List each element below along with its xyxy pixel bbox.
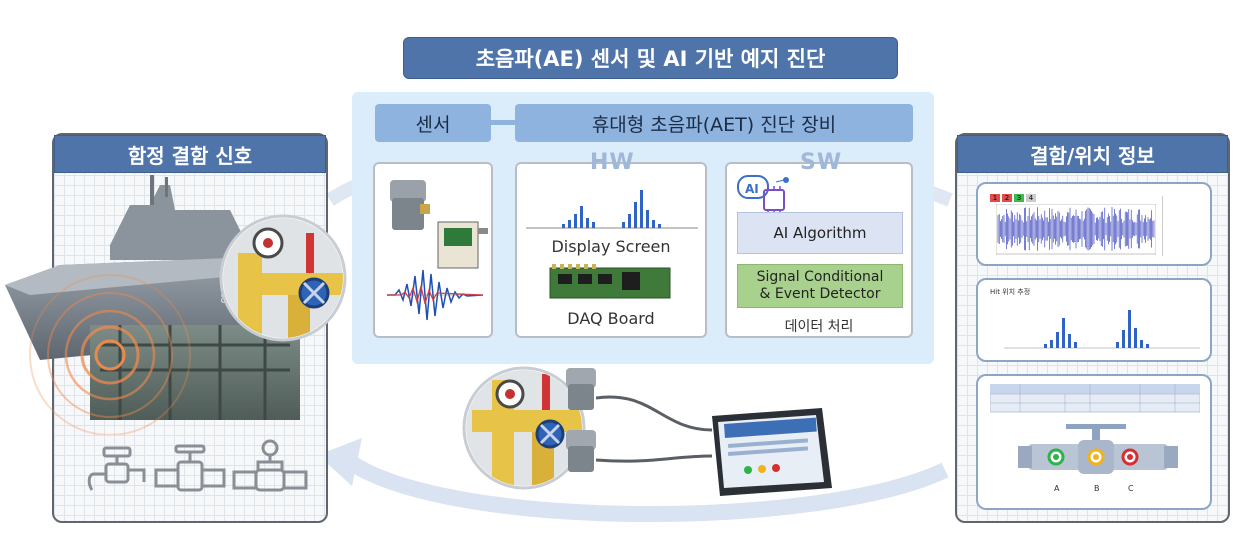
data-processing-text: 데이터 처리 (784, 319, 854, 335)
valve-label-a-text: A (1054, 484, 1060, 493)
hw-card (515, 162, 707, 338)
display-screen-text: Display Screen (551, 237, 671, 256)
wave-tab-1[interactable]: 1 (990, 194, 1000, 202)
valve-label-a: A (1054, 484, 1059, 493)
signal-detector-box: Signal Conditional & Event Detector (737, 264, 903, 308)
arrow-left-icon (318, 438, 362, 486)
page-title: 초음파(AE) 센서 및 AI 기반 예지 진단 (403, 37, 898, 79)
valve-zoom-image (219, 214, 347, 342)
valve-label-b: B (1094, 484, 1100, 493)
histogram-plot (1004, 310, 1200, 349)
left-panel-title: 함정 결함 신호 (54, 135, 326, 173)
waveform-card: 1 2 3 4 (976, 182, 1212, 266)
histogram-title-text: Hit 위치 추정 (990, 288, 1031, 296)
valve-label-c: C (1128, 484, 1134, 493)
hw-label: HW (590, 150, 635, 175)
device-label-text: 휴대형 초음파(AET) 진단 장비 (591, 113, 837, 136)
daq-board-text: DAQ Board (567, 309, 655, 328)
waveform-image (387, 269, 484, 321)
ae-sensor-image (390, 180, 488, 269)
signal-line2-text: & Event Detector (759, 286, 881, 302)
display-screen-image (526, 190, 698, 229)
sw-label: SW (800, 150, 842, 175)
ai-algorithm-box: AI Algorithm (737, 212, 903, 254)
wave-tab-4[interactable]: 4 (1026, 194, 1036, 202)
wave-tabs: 1 2 3 4 (990, 194, 1036, 202)
valve-label-b-text: B (1094, 484, 1100, 493)
right-panel-title: 결함/위치 정보 (957, 135, 1228, 173)
signal-line1-text: Signal Conditional (756, 269, 884, 285)
equipment-image (462, 366, 832, 496)
wave-tab-3[interactable]: 3 (1014, 194, 1024, 202)
waveform-sidebar (1162, 196, 1207, 256)
right-panel-title-text: 결함/위치 정보 (1030, 143, 1155, 168)
hw-label-text: HW (590, 150, 635, 175)
sw-label-text: SW (800, 150, 843, 175)
globe-valve-icon (232, 439, 308, 492)
sensor-label-text: 센서 (415, 113, 451, 136)
page-title-text: 초음파(AE) 센서 및 AI 기반 예지 진단 (475, 47, 826, 71)
valve-table (990, 384, 1200, 413)
ai-chip-icon: AI (737, 175, 789, 214)
device-label: 휴대형 초음파(AET) 진단 장비 (515, 104, 913, 142)
histogram-card: Hit 위치 추정 (976, 278, 1212, 362)
daq-board-caption: DAQ Board (515, 309, 707, 328)
valve-diagram (1018, 424, 1178, 474)
left-panel-title-text: 함정 결함 신호 (127, 143, 253, 168)
gate-valve-icon (154, 444, 226, 492)
histogram-title: Hit 위치 추정 (990, 287, 1030, 297)
daq-board-image (549, 264, 671, 299)
valve-label-c-text: C (1128, 484, 1134, 493)
faucet-icon (87, 446, 146, 491)
valve-location-card: A B C (976, 374, 1212, 510)
sensor-label: 센서 (375, 104, 491, 142)
ai-algorithm-text: AI Algorithm (773, 224, 867, 242)
connector-line (491, 120, 515, 125)
waveform-plot (996, 204, 1156, 255)
display-screen-caption: Display Screen (515, 237, 707, 256)
ai-chip-text: AI (745, 182, 759, 196)
data-processing-caption: 데이터 처리 (725, 316, 913, 336)
wave-tab-2[interactable]: 2 (1002, 194, 1012, 202)
